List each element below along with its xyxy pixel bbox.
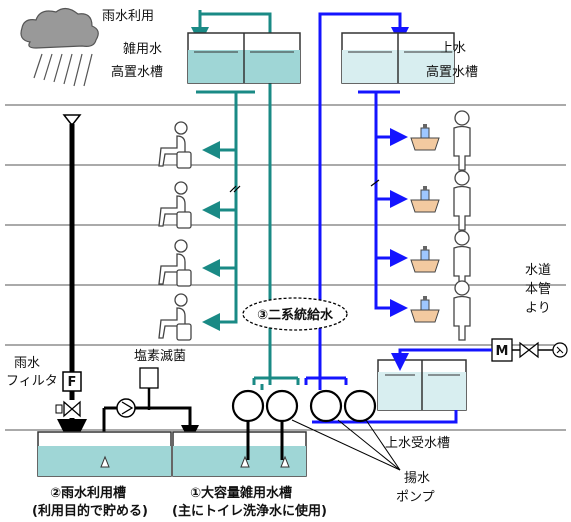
misc-tank-label-2: 高置水槽 <box>111 64 163 80</box>
rain-tank <box>37 431 172 477</box>
water-main-label-3: より <box>525 301 551 316</box>
toilet-person-icon <box>158 121 192 169</box>
misc-tank-label-1: 雑用水 <box>123 41 162 57</box>
pump-label-2: ポンプ <box>396 490 435 505</box>
large-tank-label-2: (主にトイレ洗浄水に使用) <box>172 503 327 519</box>
large-misc-tank <box>172 431 307 477</box>
meter-letter: M <box>496 344 509 359</box>
receiving-tank-label: 上水受水槽 <box>385 436 450 451</box>
chlorine-unit <box>139 367 159 389</box>
receiving-tank <box>377 359 467 411</box>
dual-supply-callout <box>242 297 348 331</box>
upper-high-tank <box>341 32 455 84</box>
valve-icon <box>55 400 81 418</box>
standing-person-icon <box>453 110 471 171</box>
toilet-users <box>158 121 192 341</box>
upper-pumps-icon <box>309 389 377 423</box>
misc-high-tank <box>187 32 301 84</box>
dual-supply-label: ③二系統給水 <box>257 307 334 323</box>
rain-tank-label-1: ②雨水利用槽 <box>50 485 126 501</box>
sink-icon <box>410 123 440 151</box>
rain-tank-label-2: (利用目的で貯める) <box>32 503 148 519</box>
upper-tank-label-1: 上水 <box>440 41 466 56</box>
rain-pipe <box>57 114 87 449</box>
floor-lines <box>5 104 566 431</box>
pump-callout-lines <box>291 419 401 471</box>
circulation-pump-icon <box>116 398 136 418</box>
chlorine-label: 塩素滅菌 <box>134 349 186 364</box>
rain-filter-label-2: フィルタ <box>6 374 58 389</box>
toilet-person-icon <box>158 239 192 287</box>
misc-water-pipes <box>191 10 300 385</box>
rain-filter-label-1: 雨水 <box>14 356 40 371</box>
large-tank-label-1: ①大容量雑用水槽 <box>190 485 292 501</box>
pipe-break-marks <box>229 179 380 193</box>
standing-person-icon <box>453 170 471 231</box>
sink-icon <box>410 245 440 273</box>
rain-use-label: 雨水利用 <box>102 9 154 24</box>
misc-pumps-icon <box>231 384 299 460</box>
sink-icon <box>410 185 440 213</box>
filter-letter: F <box>68 375 77 390</box>
pump-label-1: 揚水 <box>404 470 430 486</box>
standing-person-icon <box>453 280 471 341</box>
upper-tank-label-2: 高置水槽 <box>426 64 478 80</box>
rain-cloud-icon <box>20 7 99 87</box>
toilet-person-icon <box>158 181 192 229</box>
sink-icon <box>410 295 440 323</box>
toilet-person-icon <box>158 293 192 341</box>
water-main-label-1: 水道 <box>525 263 551 278</box>
water-main-label-2: 本管 <box>525 282 551 297</box>
rain-filter-box <box>62 371 82 392</box>
